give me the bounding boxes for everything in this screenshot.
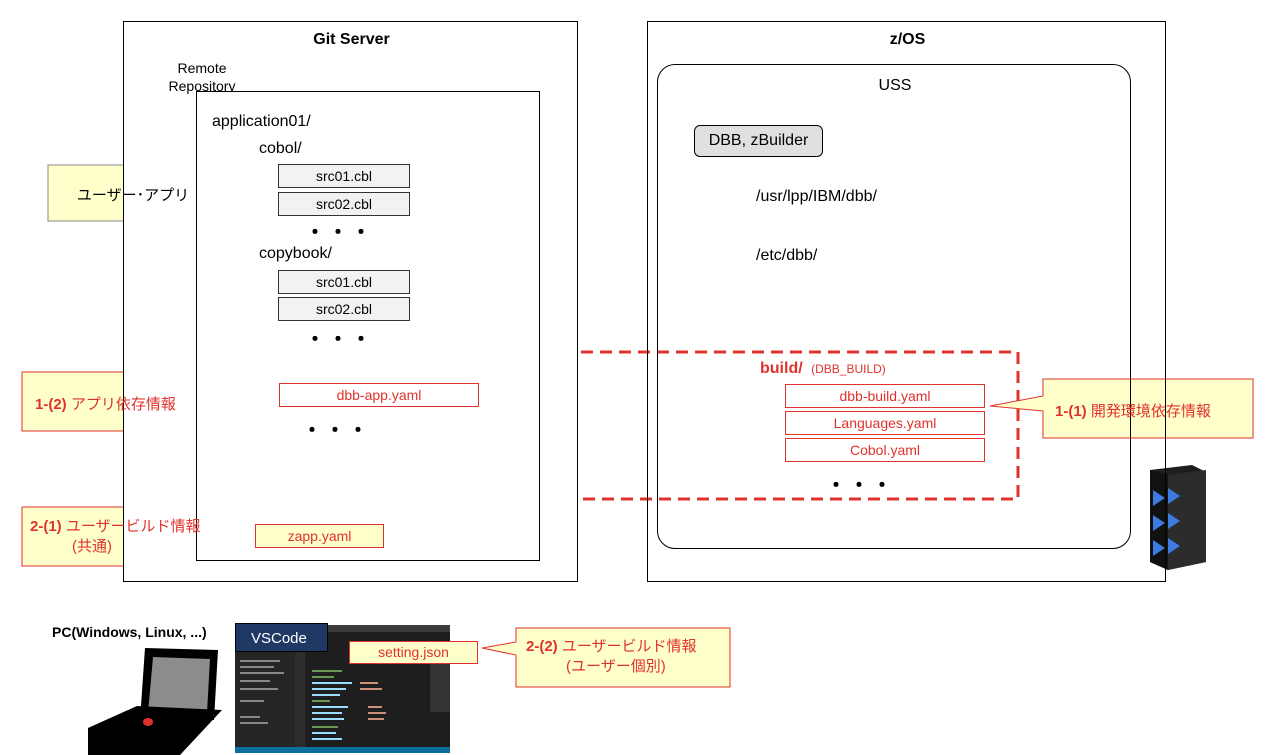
copybook-ellipsis: ・・・ bbox=[305, 329, 374, 351]
callout-env-dep-shape bbox=[989, 378, 1254, 439]
callout-build-common: 2-(1) ユーザービルド情報 (共通) bbox=[30, 517, 201, 557]
dbb-build-yaml-file[interactable]: dbb-build.yaml bbox=[785, 384, 985, 408]
callout-build-common-text: ユーザービルド情報 bbox=[61, 518, 201, 535]
copybook-file-src01[interactable]: src01.cbl bbox=[278, 270, 410, 294]
git-server-title: Git Server bbox=[313, 31, 390, 48]
callout-env-dep: 1-(1) 開発環境依存情報 bbox=[1055, 400, 1211, 421]
laptop-icon bbox=[88, 648, 222, 755]
repository-folder-box bbox=[196, 91, 540, 561]
copybook-file-src02[interactable]: src02.cbl bbox=[278, 297, 410, 321]
mainframe-server-icon bbox=[1150, 465, 1206, 570]
callout-app-dep-number: 1-(2) bbox=[35, 396, 67, 413]
build-ellipsis: ・・・ bbox=[826, 475, 895, 497]
dbb-zbuilder-button[interactable]: DBB, zBuilder bbox=[694, 125, 823, 157]
copybook-folder-label: copybook/ bbox=[259, 245, 332, 262]
callout-build-personal-sub: (ユーザー個別) bbox=[566, 658, 666, 675]
callout-build-personal-line1: 2-(2) ユーザービルド情報 bbox=[526, 637, 697, 657]
cobol-file-src01[interactable]: src01.cbl bbox=[278, 164, 410, 188]
callout-user-app: ユーザー･アプリ bbox=[76, 187, 190, 204]
callout-build-personal: 2-(2) ユーザービルド情報 (ユーザー個別) bbox=[526, 637, 697, 677]
pc-title: PC(Windows, Linux, ...) bbox=[52, 624, 207, 640]
callout-build-personal-shape bbox=[481, 627, 731, 688]
dbb-install-path: /usr/lpp/IBM/dbb/ bbox=[756, 188, 877, 205]
callout-build-common-number: 2-(1) bbox=[30, 518, 62, 535]
callout-build-personal-text: ユーザービルド情報 bbox=[557, 638, 697, 655]
callout-app-dep: 1-(2) アプリ依存情報 bbox=[35, 393, 176, 414]
vscode-label: VSCode bbox=[235, 623, 328, 652]
zos-title: z/OS bbox=[889, 31, 926, 48]
languages-yaml-file[interactable]: Languages.yaml bbox=[785, 411, 985, 435]
dbb-app-yaml-file[interactable]: dbb-app.yaml bbox=[279, 383, 479, 407]
cobol-yaml-file[interactable]: Cobol.yaml bbox=[785, 438, 985, 462]
cobol-ellipsis: ・・・ bbox=[305, 222, 374, 244]
cobol-folder-label: cobol/ bbox=[259, 140, 302, 157]
build-env-var: (DBB_BUILD) bbox=[811, 362, 886, 376]
root-folder-label: application01/ bbox=[212, 113, 311, 130]
callout-env-dep-text: 開発環境依存情報 bbox=[1086, 403, 1211, 420]
zos-panel: z/OS bbox=[647, 21, 1166, 582]
callout-app-dep-text: アプリ依存情報 bbox=[66, 396, 176, 413]
callout-build-common-sub: (共通) bbox=[72, 538, 112, 555]
setting-json-file[interactable]: setting.json bbox=[349, 641, 478, 664]
build-folder-name: build/ bbox=[760, 360, 803, 377]
callout-build-personal-number: 2-(2) bbox=[526, 638, 558, 655]
uss-title: USS bbox=[878, 77, 912, 94]
cobol-file-src02[interactable]: src02.cbl bbox=[278, 192, 410, 216]
build-folder-label: build/ (DBB_BUILD) bbox=[760, 360, 886, 378]
app-config-ellipsis: ・・・ bbox=[302, 420, 371, 442]
zapp-yaml-file[interactable]: zapp.yaml bbox=[255, 524, 384, 548]
callout-build-common-line1: 2-(1) ユーザービルド情報 bbox=[30, 517, 201, 537]
uss-panel: USS bbox=[657, 64, 1131, 549]
etc-dbb-path: /etc/dbb/ bbox=[756, 247, 818, 264]
callout-env-dep-number: 1-(1) bbox=[1055, 403, 1087, 420]
remote-repository-label: Remote Repository bbox=[168, 60, 236, 94]
